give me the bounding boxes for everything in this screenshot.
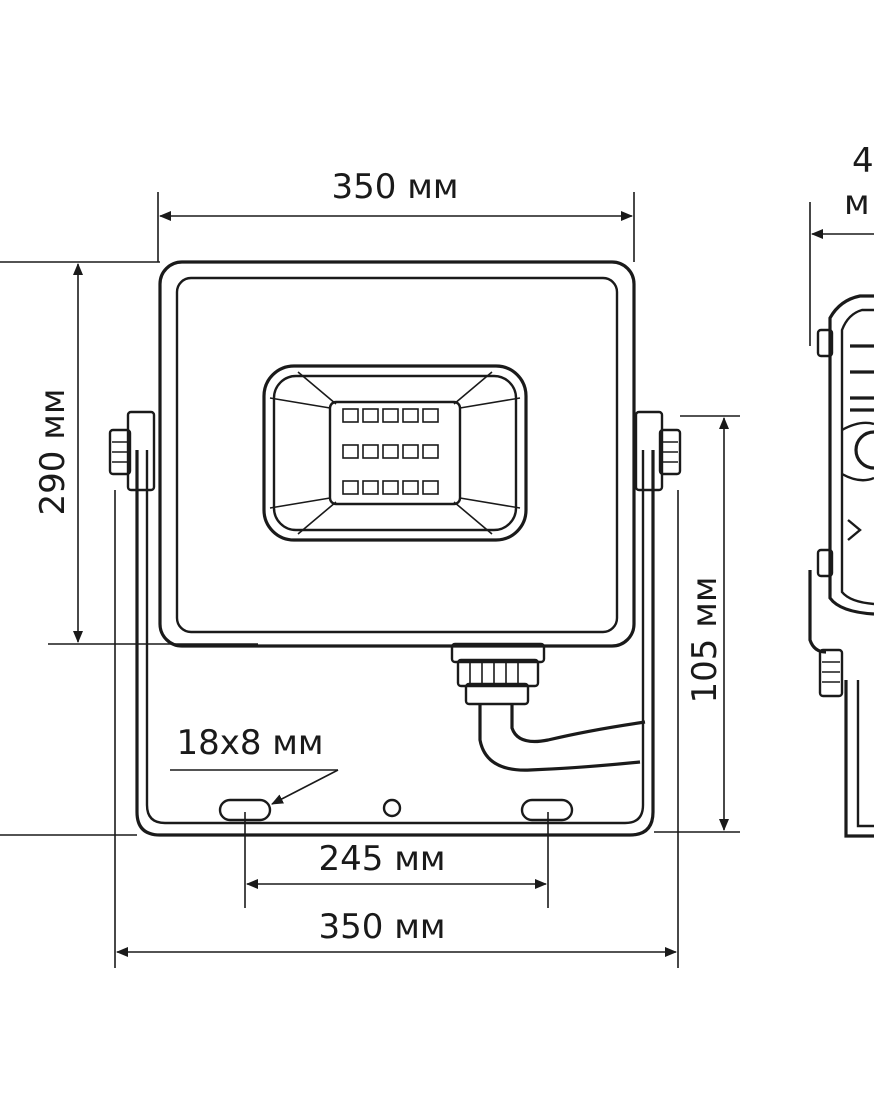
right-pivot-bolt	[634, 410, 682, 492]
side-view: 4 м	[808, 141, 874, 838]
dim-bracket-height-label: 105 мм	[685, 576, 725, 703]
dim-height-label: 290 мм	[33, 388, 73, 515]
dim-slot-size-label: 18x8 мм	[176, 723, 323, 763]
dim-slot-spacing: 245 мм	[244, 812, 549, 908]
left-pivot-bolt	[108, 410, 156, 492]
dim-depth-label-bottom: м	[844, 183, 870, 223]
side-housing	[808, 294, 874, 838]
floodlight-housing	[158, 260, 636, 648]
dim-height: 290 мм	[0, 261, 258, 645]
power-cable	[478, 704, 646, 772]
dim-top-width-label: 350 мм	[331, 167, 458, 207]
center-hole	[382, 798, 402, 818]
dim-depth-label-top: 4	[852, 141, 874, 181]
cable-gland	[450, 642, 546, 706]
front-view: 350 мм 290 мм 105 мм 18x8 мм 245 мм	[0, 167, 740, 968]
dim-slot-spacing-label: 245 мм	[318, 839, 445, 879]
dim-slot-size: 18x8 мм	[170, 723, 339, 805]
led-array	[342, 408, 439, 495]
dim-depth: 4 м	[809, 141, 874, 346]
dim-top-width: 350 мм	[157, 167, 635, 262]
right-mounting-slot	[520, 798, 574, 822]
dim-bracket-height: 105 мм	[654, 415, 740, 833]
mounting-bracket	[108, 410, 682, 837]
dim-bottom-width-label: 350 мм	[318, 907, 445, 947]
dim-bottom-width: 350 мм	[0, 490, 679, 968]
